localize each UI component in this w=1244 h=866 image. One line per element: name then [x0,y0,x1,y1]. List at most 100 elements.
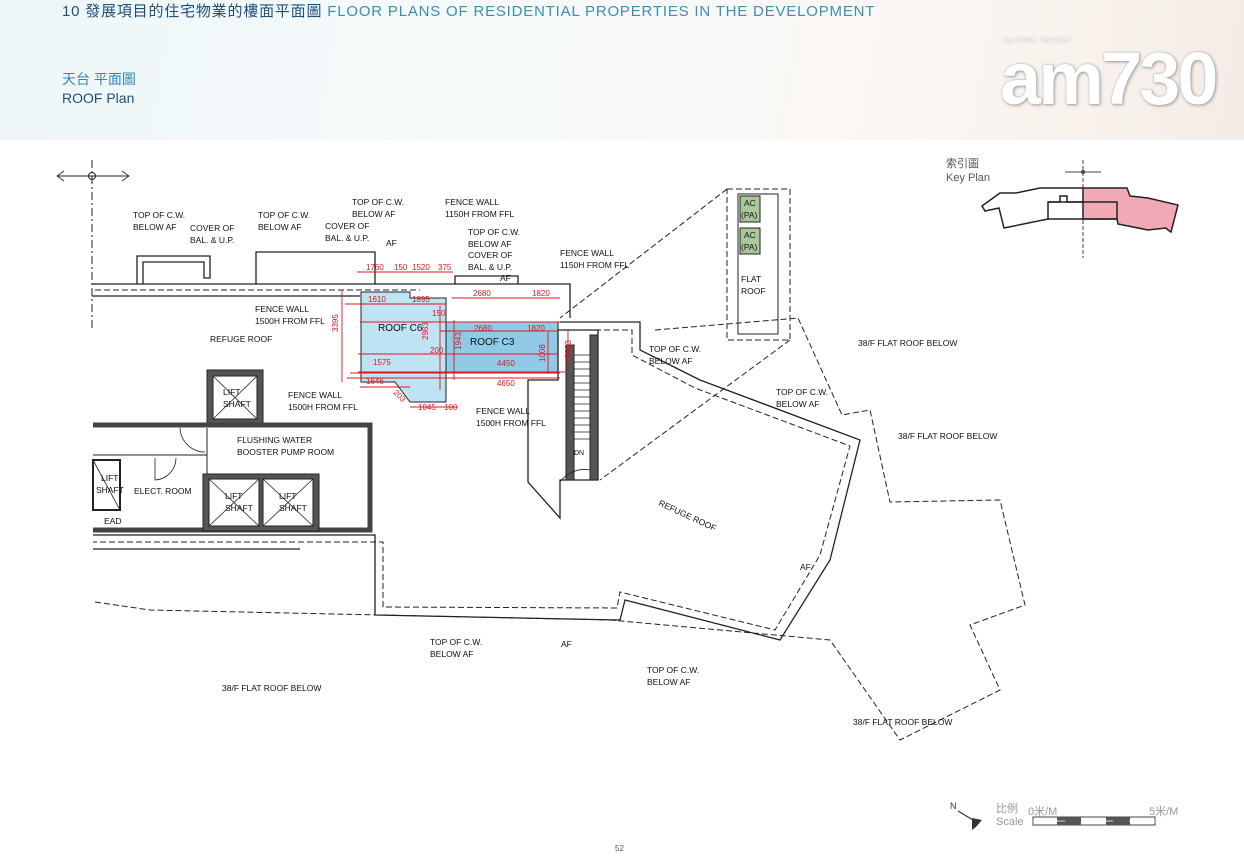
dimension-label: 1760 [366,263,384,272]
dimension-lines [341,271,569,408]
plan-label: FLUSHING WATER [237,435,312,445]
plan-label: TOP OF C.W. [649,344,701,354]
plan-label: AF [561,639,572,649]
plan-label: ROOF C6 [378,323,423,334]
plan-label: FENCE WALL [476,406,530,416]
plan-label: 1150H FROM FFL [560,260,630,270]
plan-label: LIFT [223,387,240,397]
service-rooms [92,369,373,533]
plan-label: TOP OF C.W. [430,637,482,647]
dimension-label: 2680 [474,324,492,333]
dimension-label: 2093 [564,340,573,358]
key-plan-highlight [1082,187,1179,234]
scale-start: 0米/M [1028,806,1058,818]
parapet-walls [92,251,861,641]
plan-label: TOP OF C.W. [258,210,310,220]
plan-label: LIFT [225,491,242,501]
dimension-label: 4450 [497,359,515,368]
plan-label: BELOW AF [649,356,692,366]
header-title-zh: 發展項目的住宅物業的樓面平面圖 [85,3,323,20]
plan-label: COVER OF [325,221,369,231]
plan-label: FENCE WALL [560,248,614,258]
north-arrow-icon: N [950,801,982,830]
ac-unit-1 [739,195,761,223]
plan-label: COVER OF [468,250,512,260]
dimension-label: 150 [432,309,446,318]
dimension-label: 1895 [412,295,430,304]
dimension-label: 1646 [366,377,384,386]
plan-label: REFUGE ROOF [657,498,718,533]
plan-label: AC [744,198,756,208]
plan-label: AF [800,562,811,572]
plan-label: FENCE WALL [445,197,499,207]
dimension-label: 1008 [538,344,547,362]
plan-label: TOP OF C.W. [352,197,404,207]
dimension-label: 200 [430,346,444,355]
plan-label: BELOW AF [133,222,176,232]
dimension-label: 100 [444,403,458,412]
roof-c6-area [360,291,447,403]
plan-label: BAL. & U.P. [190,235,234,245]
plan-label: BELOW AF [647,677,690,687]
header-background [0,0,1244,140]
plan-title-en: ROOF Plan [62,90,135,106]
stair-core [527,329,599,520]
plan-label: SHAFT [96,485,124,495]
dimension-label: 1820 [532,289,550,298]
key-plan-en: Key Plan [946,172,991,184]
logo-text: am730 [1000,37,1218,120]
plan-label: DN [574,450,584,457]
page-number: 52 [615,844,624,853]
dimension-label: 1820 [527,324,545,333]
flat-roof-below-outline [94,188,1026,741]
dimension-label: 1520 [412,263,430,272]
plan-label: 38/F FLAT ROOF BELOW [858,338,957,348]
section-marker-icon [56,160,130,330]
logo-tagline: my choice . my paper [1004,37,1071,44]
dimension-label: 1610 [368,295,386,304]
plan-label: BAL. & U.P. [468,262,512,272]
dimension-label: 2680 [473,289,491,298]
flat-roof-box [737,193,779,335]
dimension-label: 1045 [418,403,436,412]
plan-label: TOP OF C.W. [647,665,699,675]
plan-label: BELOW AF [776,399,819,409]
dimension-label: 3395 [331,314,340,332]
header-title-en: FLOOR PLANS OF RESIDENTIAL PROPERTIES IN… [327,3,876,20]
plan-label: 1500H FROM FFL [288,402,358,412]
plan-label: AF [500,273,511,283]
plan-label: FLAT [741,274,761,284]
key-plan-label: 索引圖 Key Plan [946,157,990,185]
plan-label: AF [386,238,397,248]
stair-steps [574,354,590,440]
plan-label: BELOW AF [258,222,301,232]
plan-label: (PA) [741,242,758,252]
plan-label: 38/F FLAT ROOF BELOW [222,683,321,693]
plan-label: BOOSTER PUMP ROOM [237,447,334,457]
key-plan-zh: 索引圖 [946,158,979,170]
plan-label: TOP OF C.W. [133,210,185,220]
scale-zh: 比例 [996,803,1018,815]
scale-label: 比例 Scale [996,803,1024,829]
plan-label: AC [744,230,756,240]
scale-bar [1032,816,1156,826]
plan-label: COVER OF [190,223,234,233]
plan-label: BELOW AF [430,649,473,659]
plan-label: LIFT [279,491,296,501]
dimension-label: 375 [438,263,452,272]
plan-label: REFUGE ROOF [210,334,272,344]
plan-label: SHAFT [225,503,253,513]
plan-label: SHAFT [223,399,251,409]
dimension-label: 1943 [454,332,463,350]
plan-label: TOP OF C.W. [468,227,520,237]
dimension-label: 2983 [421,322,430,340]
plan-label: FENCE WALL [255,304,309,314]
plan-label: BELOW AF [352,209,395,219]
plan-title-zh: 天台 平面圖 [62,71,136,87]
plan-label: ROOF [741,286,766,296]
plan-label: (PA) [741,210,758,220]
scale-en: Scale [996,816,1024,828]
dimension-values: 1760 150 1520 375 1610 1895 150 3395 298… [331,263,573,412]
section-number: 10 [62,3,81,20]
annotations: TOP OF C.W.BELOW AF TOP OF C.W.BELOW AF … [96,197,997,727]
